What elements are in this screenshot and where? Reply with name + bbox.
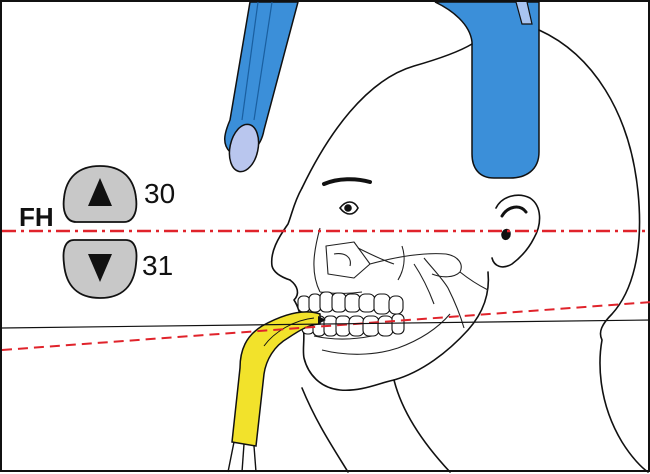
tilt-up-button[interactable] [64, 166, 137, 222]
bite-block [228, 312, 326, 472]
down-value: 31 [142, 252, 173, 280]
left-temple-support [225, 2, 298, 174]
head-outline [272, 30, 648, 472]
plane-label: FH [19, 204, 54, 230]
tilt-down-button[interactable] [63, 240, 136, 298]
up-value: 30 [144, 180, 175, 208]
right-head-support [435, 2, 539, 178]
